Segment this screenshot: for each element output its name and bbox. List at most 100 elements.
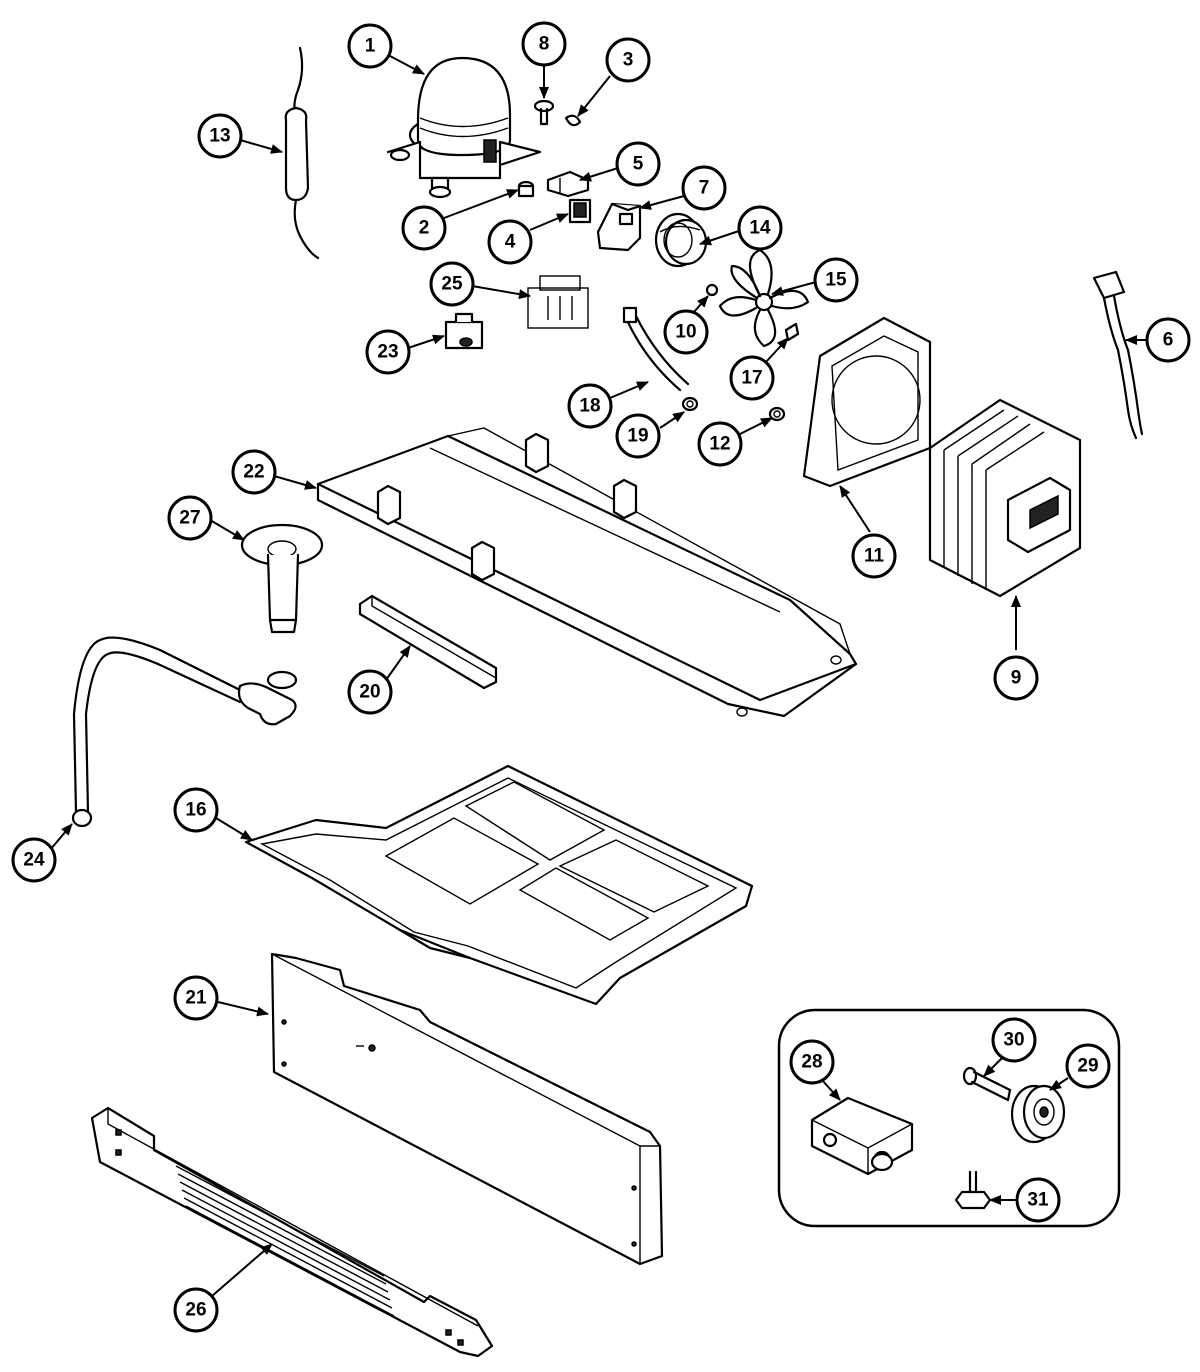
callout-28: 28 (789, 1039, 835, 1085)
leader-16 (215, 817, 253, 841)
svg-text:15: 15 (825, 270, 847, 291)
callout-1: 1 (347, 23, 393, 69)
drain-funnel-part (240, 523, 324, 634)
leader-lines (49, 55, 1150, 1297)
access-panel-part (270, 952, 664, 1266)
accessory-inset-box (777, 1008, 1121, 1228)
svg-text:26: 26 (185, 1300, 206, 1321)
callout-12: 12 (697, 421, 743, 467)
callout-30: 30 (991, 1017, 1037, 1063)
nut-part-10 (705, 283, 719, 297)
callout-14: 14 (737, 205, 783, 251)
svg-text:22: 22 (243, 462, 264, 483)
leader-23 (407, 334, 445, 349)
svg-text:24: 24 (23, 850, 45, 871)
svg-text:23: 23 (377, 342, 398, 363)
callout-29: 29 (1065, 1043, 1111, 1089)
leader-11 (839, 485, 871, 533)
svg-text:19: 19 (627, 426, 648, 447)
svg-text:27: 27 (179, 508, 200, 529)
svg-text:13: 13 (209, 126, 230, 147)
leader-18 (609, 381, 649, 399)
leader-10 (693, 295, 709, 313)
motor-mount-part (622, 306, 690, 392)
condenser-part (928, 398, 1082, 598)
leader-1 (389, 55, 425, 75)
leader-2 (443, 189, 519, 219)
callout-16: 16 (173, 787, 219, 833)
leader-24 (49, 823, 73, 851)
svg-text:9: 9 (1011, 668, 1022, 689)
callout-20: 20 (347, 669, 393, 715)
callout-6: 6 (1145, 317, 1191, 363)
svg-text:17: 17 (741, 368, 762, 389)
base-plate-part (316, 427, 858, 718)
svg-text:30: 30 (1003, 1030, 1024, 1051)
svg-text:12: 12 (709, 434, 730, 455)
leader-19 (659, 411, 685, 429)
leader-27 (209, 519, 245, 541)
leader-4 (529, 213, 569, 231)
callout-3: 3 (605, 37, 651, 83)
switch-part (444, 312, 484, 350)
grille-vents (175, 1165, 395, 1317)
power-cord-part (1092, 270, 1144, 440)
channel-part (358, 594, 498, 690)
svg-text:10: 10 (675, 322, 696, 343)
svg-text:7: 7 (699, 178, 710, 199)
svg-text:25: 25 (441, 274, 463, 295)
leader-5 (579, 167, 619, 182)
callout-11: 11 (851, 533, 897, 579)
callout-5: 5 (615, 141, 661, 187)
callout-23: 23 (365, 329, 411, 375)
roller-bracket-part (810, 1096, 914, 1176)
drain-tube-part (71, 636, 298, 828)
svg-text:4: 4 (505, 232, 516, 253)
defrost-control-part (527, 275, 589, 329)
nut-part-12 (768, 406, 786, 422)
leader-12 (739, 417, 773, 435)
clip-part (564, 114, 582, 127)
svg-text:18: 18 (579, 396, 600, 417)
svg-text:16: 16 (185, 800, 206, 821)
callout-13: 13 (197, 113, 243, 159)
svg-text:1: 1 (365, 36, 376, 57)
svg-text:31: 31 (1027, 1190, 1049, 1211)
callout-15: 15 (813, 257, 859, 303)
svg-text:3: 3 (623, 50, 634, 71)
leader-30 (983, 1055, 1005, 1077)
svg-text:14: 14 (749, 218, 771, 239)
callout-27: 27 (167, 495, 213, 541)
leader-21 (217, 1001, 269, 1017)
axle-bolt-part (962, 1066, 1012, 1102)
leader-26 (211, 1243, 273, 1297)
callout-25: 25 (429, 261, 475, 307)
screw-part (533, 99, 555, 126)
callout-24: 24 (11, 837, 57, 883)
relay-part (568, 198, 592, 224)
svg-text:21: 21 (185, 988, 207, 1009)
callout-21: 21 (173, 975, 219, 1021)
leader-15 (771, 281, 817, 296)
svg-text:8: 8 (539, 34, 550, 55)
roller-wheel-part (1010, 1084, 1066, 1144)
start-relay-cover-part (596, 202, 642, 252)
leader-14 (699, 229, 743, 246)
svg-text:5: 5 (633, 154, 644, 175)
callout-22: 22 (231, 449, 277, 495)
callout-2: 2 (401, 205, 447, 251)
callout-8: 8 (521, 21, 567, 67)
callout-19: 19 (615, 413, 661, 459)
filter-drier-part (284, 46, 320, 260)
callout-18: 18 (567, 383, 613, 429)
grommet-part (517, 180, 535, 198)
overload-part (546, 170, 590, 198)
leader-22 (273, 475, 317, 490)
callouts: 1 2 3 4 5 6 7 8 9 10 11 12 13 14 15 16 1… (11, 21, 1191, 1333)
fan-shroud-part (802, 316, 932, 488)
callout-4: 4 (487, 219, 533, 265)
leader-25 (471, 285, 531, 300)
nut-part-19 (681, 396, 699, 412)
drain-pan-part (244, 764, 754, 1006)
leader-28 (821, 1079, 841, 1101)
